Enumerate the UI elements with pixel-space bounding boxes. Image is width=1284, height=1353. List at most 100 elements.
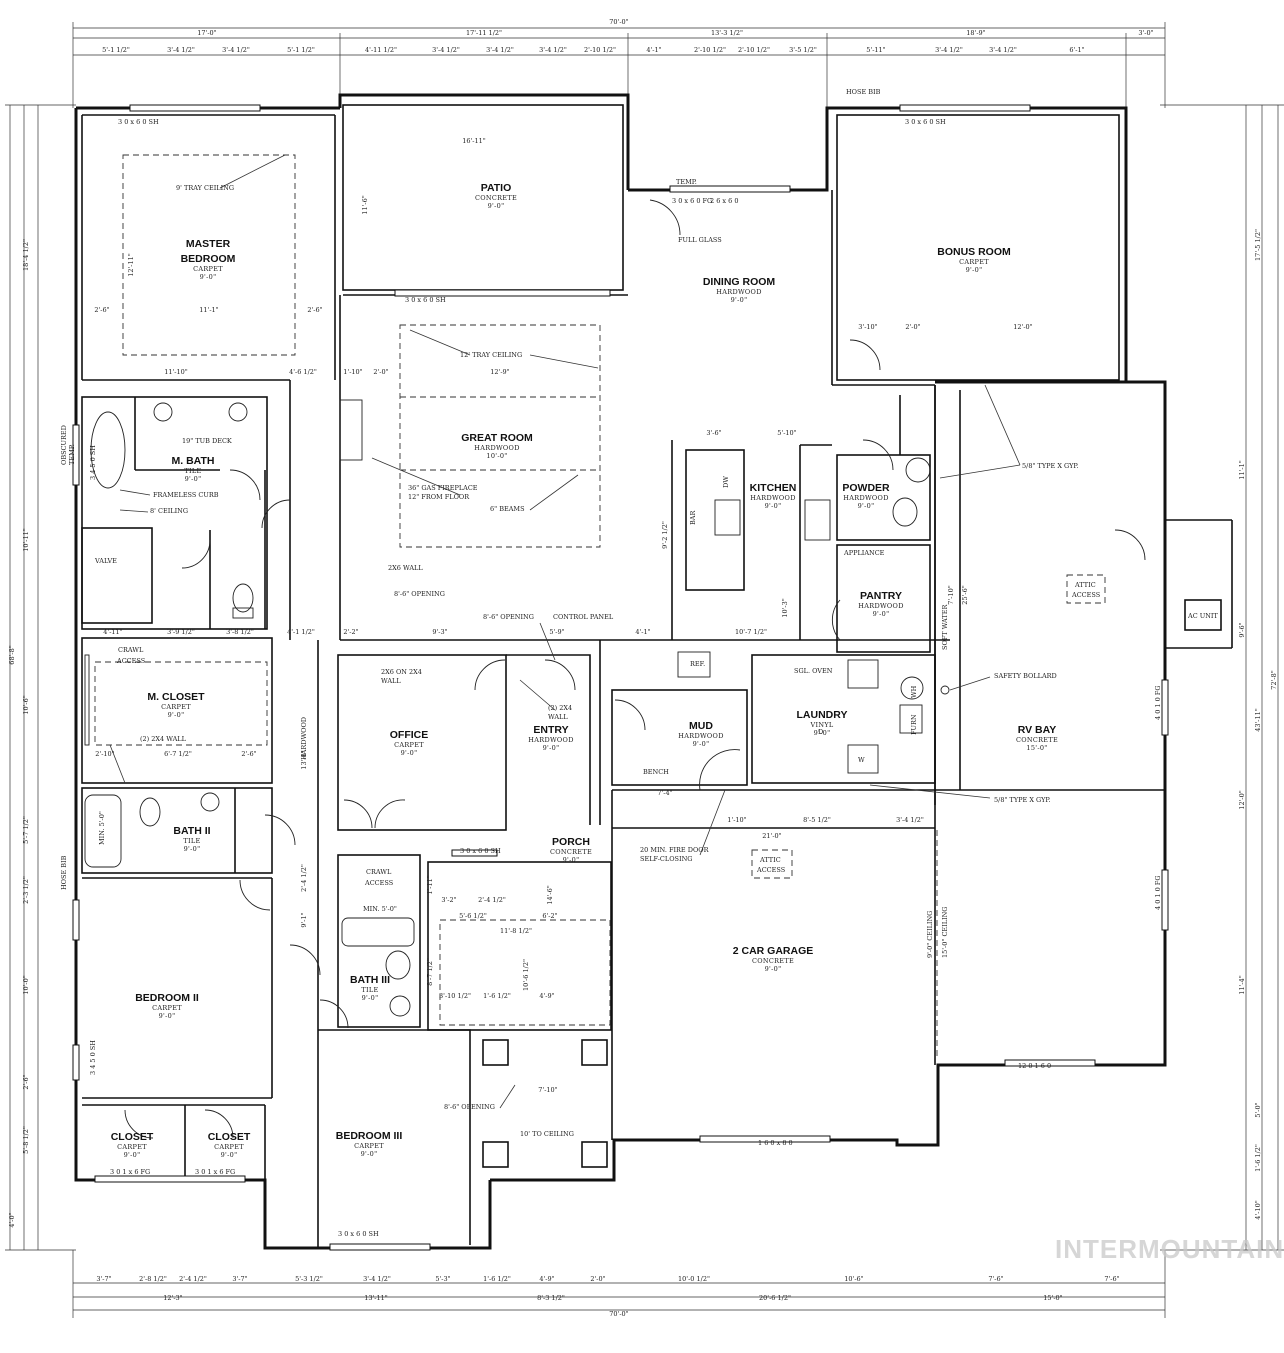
dim-top: 5'-11" (866, 46, 885, 54)
dim-interior: 14'-6" (546, 885, 554, 904)
dim-top: 17'-0" (197, 29, 216, 37)
note-2x6-wall: 2X6 WALL (388, 564, 423, 572)
note-wall: WALL (381, 677, 401, 685)
dim-interior: 5'-6 1/2" (459, 912, 487, 920)
dim-top: 4'-11 1/2" (365, 46, 397, 54)
window-tag: 1 6 0 x 8 0 (758, 1139, 793, 1147)
dim-interior: 12'-11" (127, 253, 135, 277)
dim-bottom: 3'-7" (232, 1275, 247, 1283)
room-finish: CARPET (161, 703, 191, 711)
dim-interior: 7'-10" (538, 1086, 557, 1094)
dim-bottom: 3'-4 1/2" (363, 1275, 391, 1283)
note-attic-access: ATTIC (759, 856, 781, 864)
room-ceiling: 9'-0" (124, 1151, 141, 1159)
note-fireplace: 12" FROM FLOOR (408, 493, 470, 501)
room-ceiling: 9'-0" (765, 965, 782, 973)
dim-left: 2'-3 1/2" (22, 876, 30, 904)
note-safety-bollard: SAFETY BOLLARD (994, 672, 1057, 680)
note-temp: TEMP. (676, 178, 697, 186)
dim-interior: 9'-1" (300, 912, 308, 927)
note-hose-bib: HOSE BIB (60, 855, 68, 890)
note-soft-water: SOFT WATER (941, 604, 949, 650)
dim-interior: 1'-10" (727, 816, 746, 824)
note-wall: WALL (548, 713, 568, 721)
dim-interior: 3'-8 1/2" (226, 628, 254, 636)
interior-walls (81, 104, 1233, 1248)
note-water-heater: WH (910, 685, 918, 698)
dim-top: 6'-1" (1069, 46, 1084, 54)
room-name: OFFICE (390, 729, 429, 741)
dim-interior: 16'-11" (462, 137, 486, 145)
note-min-clearance: MIN. 5'-0" (98, 811, 106, 845)
dim-interior: 3'-9 1/2" (167, 628, 195, 636)
note-fire-door: SELF-CLOSING (640, 855, 692, 863)
room-ceiling: 9'-0" (693, 740, 710, 748)
annotation-leaders (109, 154, 1021, 1109)
note-fire-door: 20 MIN. FIRE DOOR (640, 846, 710, 854)
watermark: INTERMOUNTAIN (1055, 1234, 1284, 1264)
dim-bottom: 13'-11" (364, 1294, 388, 1302)
dim-bottom: 2'-4 1/2" (179, 1275, 207, 1283)
dim-interior: 3'-6" (706, 429, 721, 437)
dim-interior: 11'-6" (361, 195, 369, 214)
dim-bottom: 5'-3" (435, 1275, 450, 1283)
note-beams: 6" BEAMS (490, 505, 525, 513)
room-name: BATH III (350, 974, 390, 986)
room-name: ENTRY (533, 724, 568, 736)
room-name: BEDROOM II (135, 992, 199, 1004)
dim-interior: 1'-6 1/2" (483, 992, 511, 1000)
dim-interior: 9'-2 1/2" (661, 521, 669, 549)
dim-top: 5'-1 1/2" (287, 46, 315, 54)
note-obscured: TEMP. (68, 444, 76, 465)
room-name: PORCH (552, 836, 590, 848)
room-name: BATH II (173, 825, 210, 837)
dim-bottom: 15'-0" (1043, 1294, 1062, 1302)
dim-right: 11'-4" (1238, 975, 1246, 994)
room-ceiling: 9'-0" (185, 475, 202, 483)
room-name: LAUNDRY (797, 709, 848, 721)
windows (72, 104, 1169, 1251)
room-name: BEDROOM (181, 253, 236, 265)
dim-interior: 7'-10" (947, 585, 955, 604)
dim-interior: 2'-6" (94, 306, 109, 314)
dim-right: 9'-6" (1238, 622, 1246, 637)
room-ceiling: 9'-0" (221, 1151, 238, 1159)
room-finish: CONCRETE (1016, 736, 1058, 744)
dim-top: 3'-4 1/2" (539, 46, 567, 54)
dim-interior: 10'-3" (781, 598, 789, 617)
dim-left: 68'-8" (8, 645, 16, 664)
dim-bottom: 5'-3 1/2" (295, 1275, 323, 1283)
dim-left: 10'-6" (22, 695, 30, 714)
dim-interior: 3'-10" (858, 323, 877, 331)
window-tag: 4 0 1 0 FG (1154, 685, 1162, 720)
dim-bottom: 8'-3 1/2" (537, 1294, 565, 1302)
room-name: CLOSET (208, 1131, 251, 1143)
window-tag: 3 0 x 6 0 SH (405, 296, 446, 304)
room-finish: CARPET (959, 258, 989, 266)
dim-top: 2'-10 1/2" (584, 46, 616, 54)
room-ceiling: 9'-0" (731, 296, 748, 304)
window-tag: 3 4 5 0 SH (89, 445, 97, 480)
room-finish: CONCRETE (475, 194, 517, 202)
dim-top: 3'-0" (1138, 29, 1153, 37)
dim-interior: 1'-10" (343, 368, 362, 376)
dim-top: 4'-1" (646, 46, 661, 54)
note-wall: (2) 2X4 (548, 704, 572, 712)
dim-interior: 4'-1" (635, 628, 650, 636)
window-tag: 3 4 5 0 SH (89, 1040, 97, 1075)
note-bar: BAR (689, 510, 697, 525)
note-tub-deck: 19" TUB DECK (182, 437, 232, 445)
dim-interior: 10'-6 1/2" (522, 959, 530, 991)
dim-bottom: 2'-8 1/2" (139, 1275, 167, 1283)
dim-top: 2'-10 1/2" (694, 46, 726, 54)
room-name: KITCHEN (750, 482, 797, 494)
dim-interior: 21'-0" (762, 832, 781, 840)
dim-interior: 3'-4 1/2" (896, 816, 924, 824)
dim-bottom: 7'-6" (1104, 1275, 1119, 1283)
room-finish: HARDWOOD (858, 602, 903, 610)
dim-interior: 25'-6" (961, 585, 969, 604)
window-tag: 3 0 x 6 0 SH (905, 118, 946, 126)
note-dishwasher: DW (722, 476, 730, 488)
dim-top: 5'-1 1/2" (102, 46, 130, 54)
